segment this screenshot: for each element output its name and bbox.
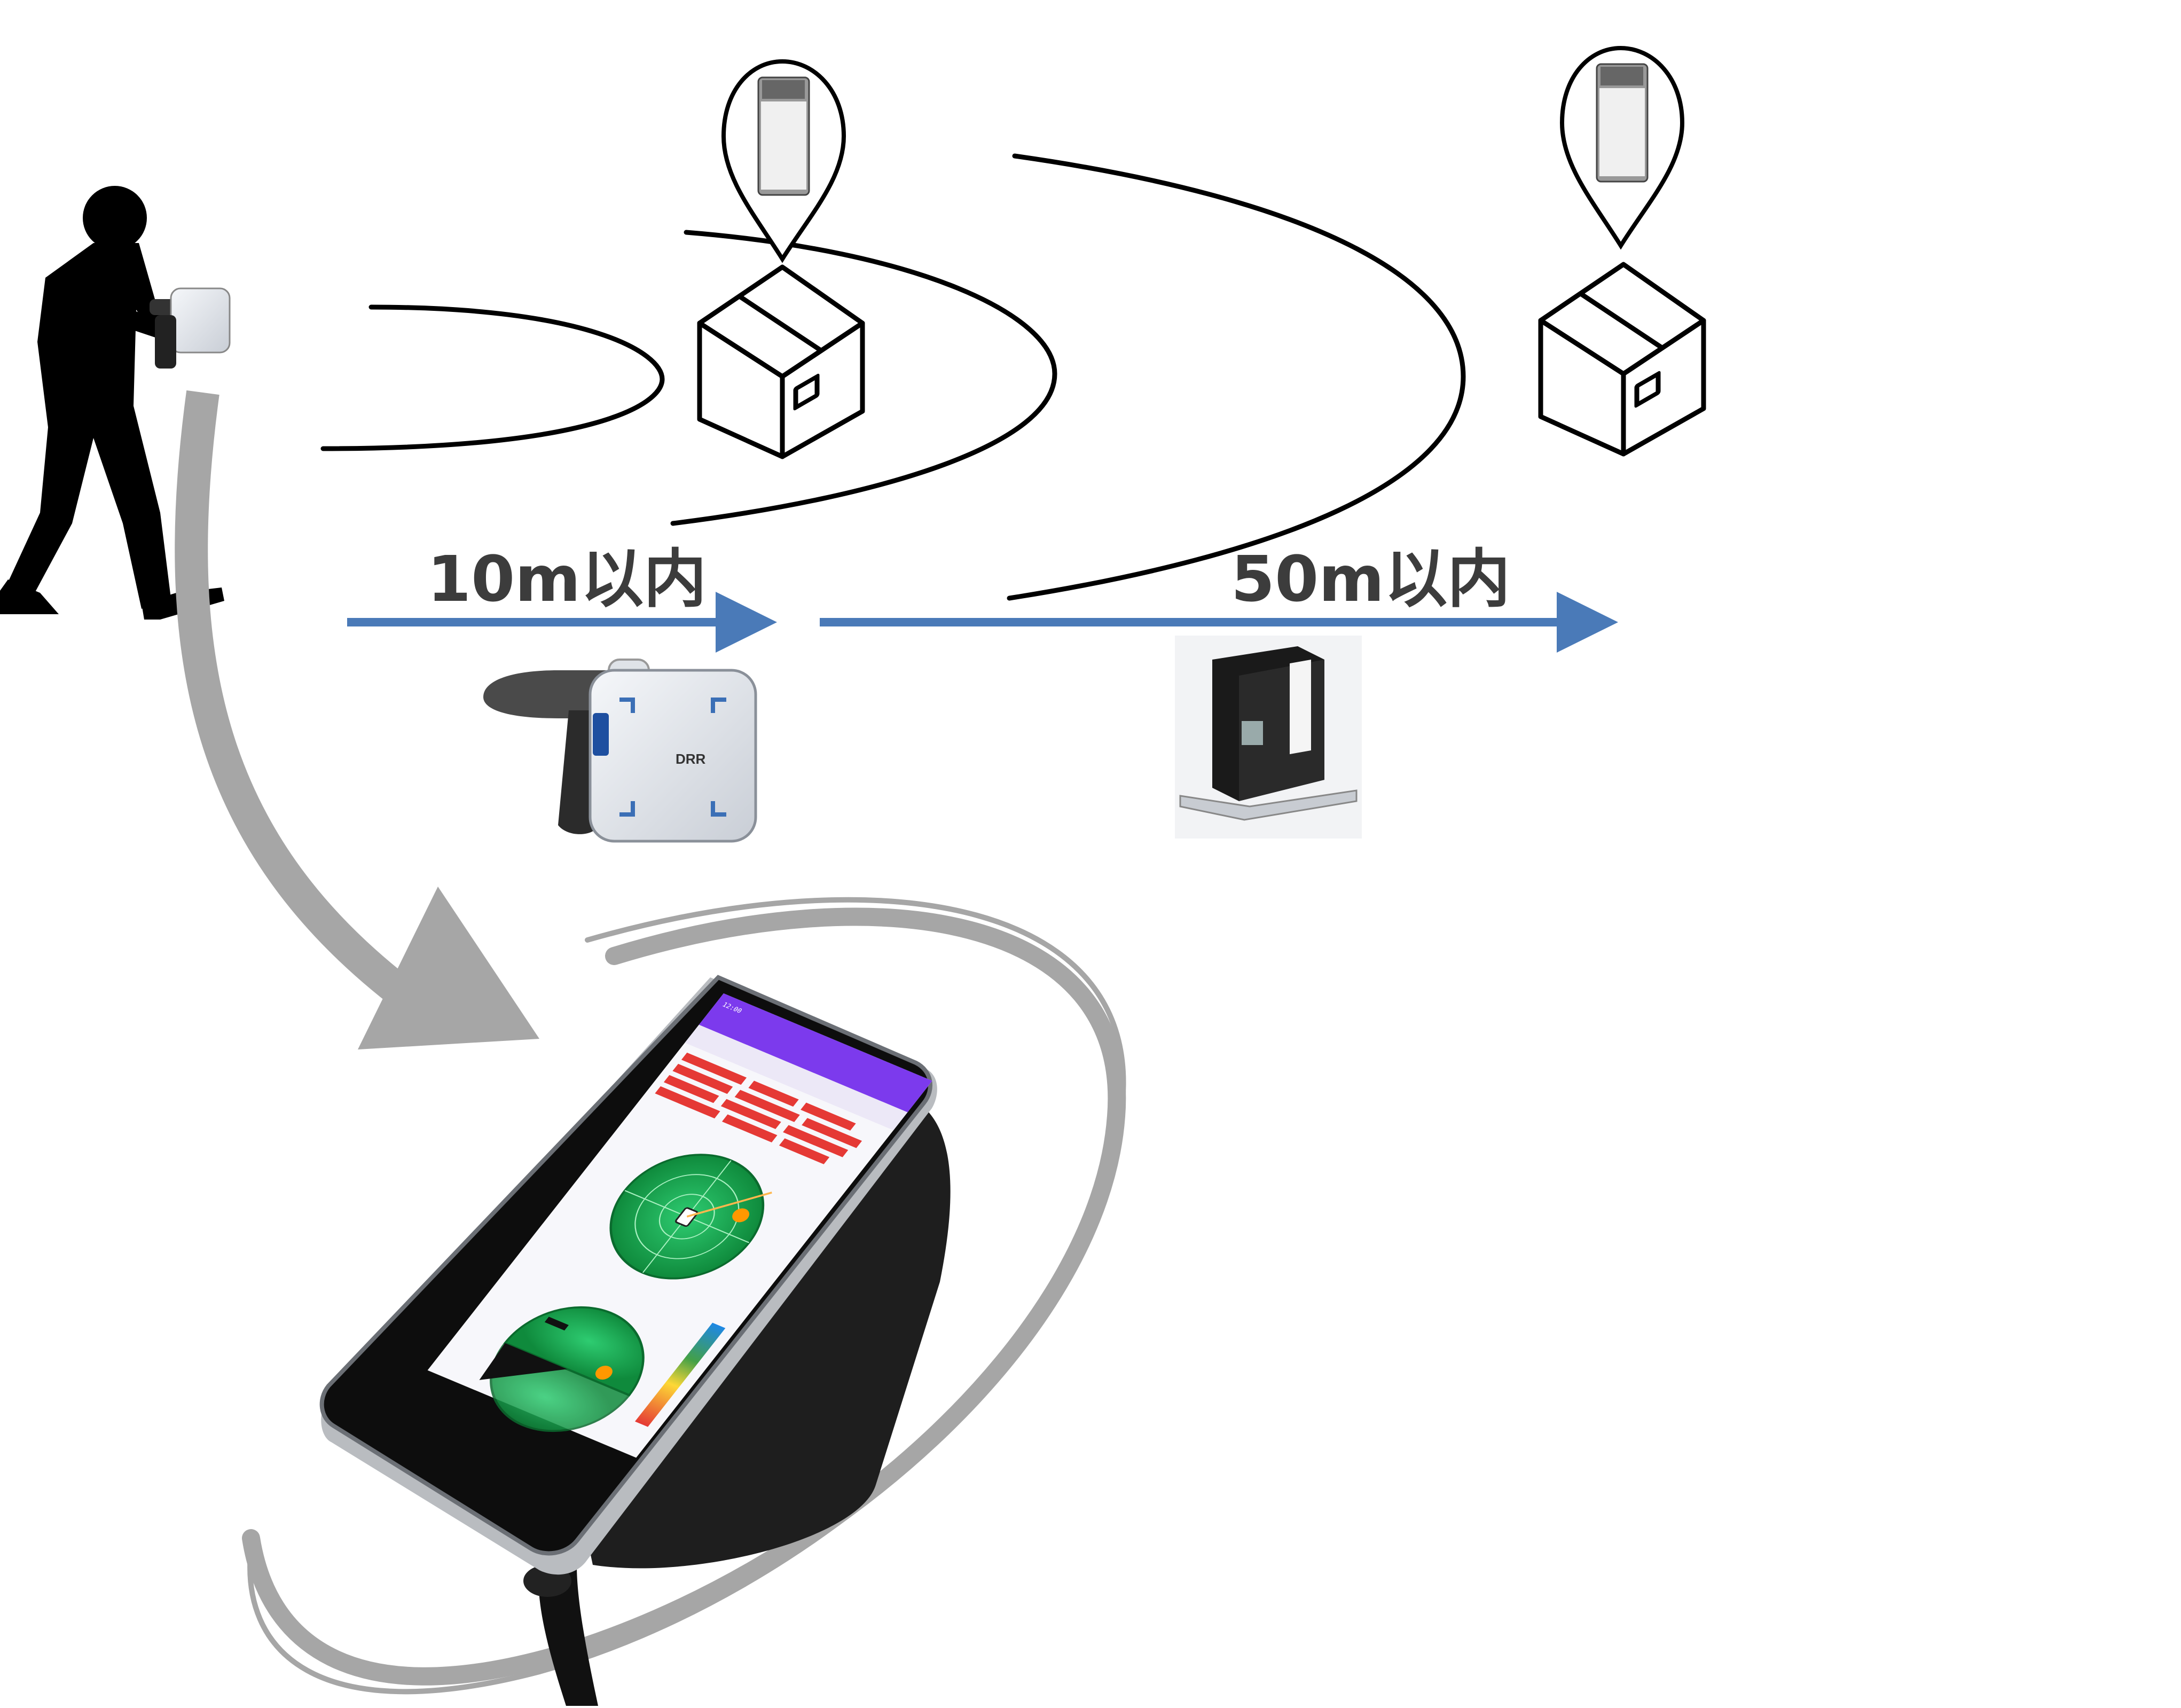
- wave-arc-1: [320, 304, 665, 451]
- map-pin-icon-far: [1559, 45, 1685, 250]
- wave-arc-2: [670, 230, 1057, 526]
- signal-strength-bar: [634, 1322, 726, 1427]
- package-box-icon: [697, 264, 865, 459]
- tag-id-list: [655, 1052, 862, 1164]
- map-pin-icon: [721, 59, 846, 263]
- package-box-icon-far: [1538, 262, 1706, 457]
- wave-arc-3: [1007, 153, 1466, 601]
- range-label-50m: 50m以内: [1231, 542, 1510, 616]
- smartphone-reader-app: 12:00: [319, 975, 951, 1706]
- range-label-10m: 10m以内: [427, 542, 707, 616]
- radar-top-view: [609, 1154, 772, 1280]
- radio-wave-arcs: [320, 153, 1466, 601]
- svg-text:DRR: DRR: [676, 751, 706, 767]
- range-arrow-10m: [347, 592, 777, 653]
- fixed-rfid-reader: [1175, 636, 1362, 839]
- swirl-rings: [242, 897, 1126, 1695]
- radar-side-view: [479, 1306, 645, 1432]
- walking-person-silhouette-icon: [0, 186, 224, 620]
- rfid-handheld-reader: DRR: [483, 659, 757, 843]
- curved-flow-arrow: [175, 390, 539, 1049]
- range-arrow-50m: [820, 592, 1618, 653]
- rfid-handheld-reader-small: [150, 287, 231, 369]
